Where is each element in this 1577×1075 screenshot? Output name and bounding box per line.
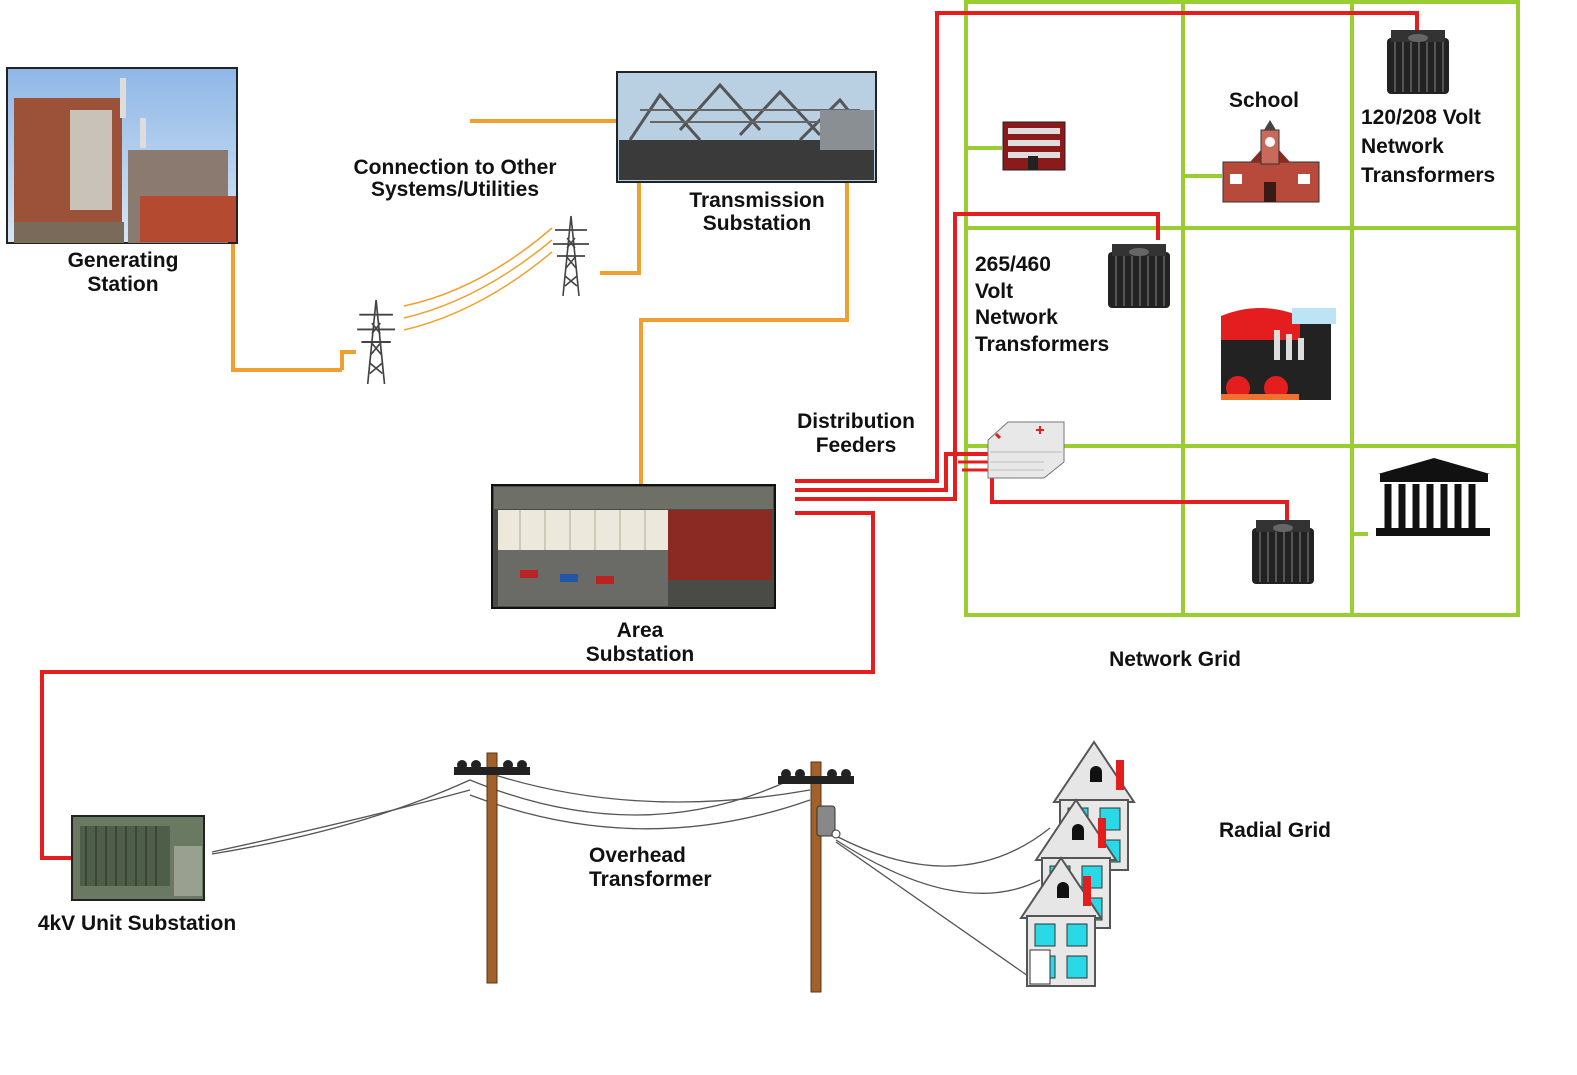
- transmission-substation-photo: [616, 71, 877, 183]
- network-transformer-icon: [1251, 519, 1315, 585]
- network-transformer-icon: [1386, 29, 1450, 95]
- line-tower-to-substation: [600, 182, 641, 275]
- transmission-tower-icon: [552, 215, 590, 297]
- generating-station-photo: [6, 67, 238, 244]
- pole-transformer-icon: [816, 805, 841, 839]
- transmission-tower-icon: [356, 299, 396, 385]
- service-wires: [211, 774, 1051, 977]
- factory-icon: [1221, 308, 1336, 400]
- network-grid-label: Network Grid: [1109, 648, 1241, 671]
- unit-substation-photo: [71, 815, 205, 901]
- distribution-feeders: [40, 11, 1419, 860]
- utility-pole-icon: [777, 761, 855, 993]
- house-door: [1029, 949, 1051, 985]
- school-label: School: [1228, 89, 1299, 112]
- line-substation-to-area: [639, 183, 849, 484]
- school-building-icon: [1222, 120, 1320, 203]
- area-substation-photo: [491, 484, 776, 609]
- transmission-conductors: [403, 227, 553, 331]
- line-generating-to-tower: [231, 242, 356, 372]
- government-building-icon: [1376, 458, 1490, 536]
- radial-grid-label: Radial Grid: [1218, 819, 1332, 842]
- unit-substation-label: 4kV Unit Substation: [37, 912, 237, 935]
- utility-pole-icon: [453, 752, 531, 984]
- network-protector-icon: [987, 421, 1065, 479]
- network-transformer-icon: [1107, 243, 1171, 309]
- office-building-icon: [1002, 121, 1066, 171]
- transmission-lines: [231, 119, 849, 484]
